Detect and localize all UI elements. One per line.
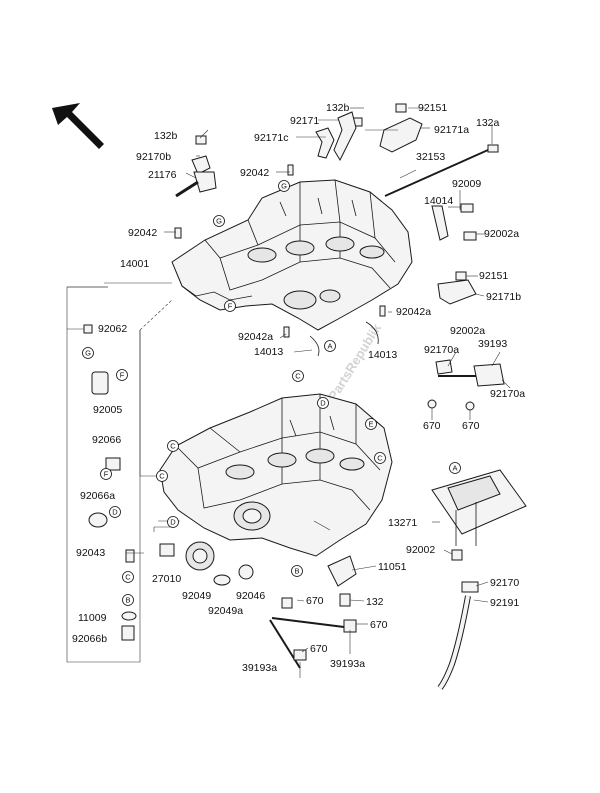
svg-text:G: G: [281, 182, 287, 191]
label-92042: 92042: [240, 167, 269, 179]
label-11009: 11009: [78, 612, 107, 624]
svg-text:C: C: [125, 573, 131, 582]
label-92043: 92043: [76, 547, 105, 559]
ref-marker-g: G: [82, 347, 94, 359]
label-92170a: 92170a: [424, 344, 459, 356]
label-132b: 132b: [326, 102, 350, 114]
label-92170: 92170: [490, 577, 519, 589]
svg-text:C: C: [377, 454, 383, 463]
small-parts: [83, 103, 527, 690]
ref-marker-d: D: [167, 516, 179, 528]
label-39193a: 39193a: [330, 658, 365, 670]
ref-marker-g: G: [278, 180, 290, 192]
svg-text:D: D: [320, 399, 326, 408]
label-13271: 13271: [388, 517, 417, 529]
svg-text:B: B: [125, 596, 130, 605]
svg-text:A: A: [327, 342, 332, 351]
ref-marker-c: C: [167, 440, 179, 452]
ref-marker-c: C: [292, 370, 304, 382]
label-39193: 39193: [478, 338, 507, 350]
ref-marker-d: D: [317, 397, 329, 409]
label-92002a: 92002a: [484, 228, 519, 240]
ref-marker-d: D: [109, 506, 121, 518]
label-92066b: 92066b: [72, 633, 107, 645]
label-14014: 14014: [424, 195, 453, 207]
svg-text:F: F: [120, 371, 125, 380]
label-14013: 14013: [368, 349, 397, 361]
front-direction-arrow-icon: [52, 103, 104, 149]
ref-marker-b: B: [291, 565, 303, 577]
label-132b: 132b: [154, 130, 178, 142]
label-92002: 92002: [406, 544, 435, 556]
label-132a: 132a: [476, 117, 500, 129]
ref-marker-f: F: [116, 369, 128, 381]
label-92005: 92005: [93, 404, 122, 416]
label-92062: 92062: [98, 323, 127, 335]
label-92171: 92171: [290, 115, 319, 127]
label-92049: 92049: [182, 590, 211, 602]
label-670: 670: [462, 420, 480, 432]
watermark-text: PartsRepublik: [325, 320, 384, 403]
ref-marker-g: G: [213, 215, 225, 227]
ref-marker-b: B: [122, 594, 134, 606]
ref-marker-a: A: [449, 462, 461, 474]
label-39193a: 39193a: [242, 662, 277, 674]
ref-marker-f: F: [224, 300, 236, 312]
label-92171a: 92171a: [434, 124, 469, 136]
label-92046: 92046: [236, 590, 265, 602]
svg-text:D: D: [170, 518, 176, 527]
ref-marker-e: E: [365, 418, 377, 430]
svg-text:E: E: [368, 420, 373, 429]
label-92042: 92042: [128, 227, 157, 239]
label-14001: 14001: [120, 258, 149, 270]
lower-crankcase: [159, 393, 393, 557]
ref-marker-c: C: [122, 571, 134, 583]
label-92171c: 92171c: [254, 132, 288, 144]
svg-text:F: F: [104, 470, 109, 479]
upper-crankcase: [171, 179, 413, 331]
label-92066a: 92066a: [80, 490, 115, 502]
label-92170b: 92170b: [136, 151, 171, 163]
label-32153: 32153: [416, 151, 445, 163]
ref-marker-c: C: [374, 452, 386, 464]
label-92170a: 92170a: [490, 388, 525, 400]
svg-text:A: A: [452, 464, 457, 473]
ref-marker-c: C: [156, 470, 168, 482]
label-92049a: 92049a: [208, 605, 243, 617]
label-132: 132: [366, 596, 384, 608]
label-670: 670: [370, 619, 388, 631]
ref-marker-a: A: [324, 340, 336, 352]
svg-text:D: D: [112, 508, 118, 517]
label-670: 670: [310, 643, 328, 655]
label-92151: 92151: [479, 270, 508, 282]
label-92066: 92066: [92, 434, 121, 446]
svg-text:G: G: [216, 217, 222, 226]
label-92042a: 92042a: [396, 306, 431, 318]
svg-text:C: C: [295, 372, 301, 381]
label-27010: 27010: [152, 573, 181, 585]
label-92009: 92009: [452, 178, 481, 190]
ref-marker-f: F: [100, 468, 112, 480]
label-670: 670: [306, 595, 324, 607]
svg-text:C: C: [170, 442, 176, 451]
label-670: 670: [423, 420, 441, 432]
reference-markers: G G F A G F C D E C F C A C D D C B B: [82, 180, 461, 606]
svg-text:G: G: [85, 349, 91, 358]
label-92151: 92151: [418, 102, 447, 114]
label-92002a: 92002a: [450, 325, 485, 337]
label-14013: 14013: [254, 346, 283, 358]
svg-text:F: F: [228, 302, 233, 311]
label-92191: 92191: [490, 597, 519, 609]
leader-lines: [66, 107, 511, 678]
label-92171b: 92171b: [486, 291, 521, 303]
svg-text:B: B: [294, 567, 299, 576]
svg-text:C: C: [159, 472, 165, 481]
label-21176: 21176: [148, 169, 177, 181]
label-92042a: 92042a: [238, 331, 273, 343]
label-11051: 11051: [378, 561, 407, 573]
part-number-labels: 132b 92151 92171 92171a 132a 132b 92171c…: [72, 102, 525, 674]
